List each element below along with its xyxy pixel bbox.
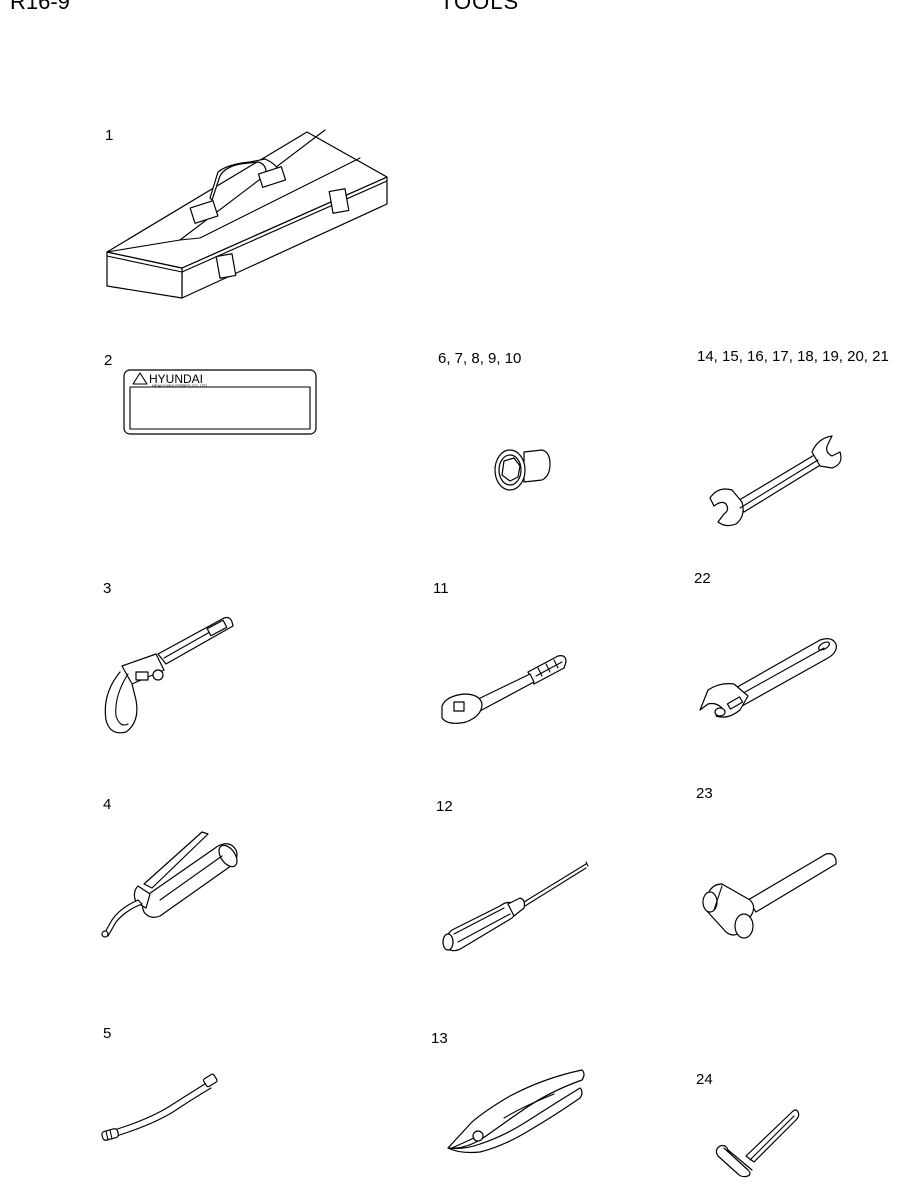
ratchet-handle-drawing [436,650,568,730]
item-label-5: 5 [103,1025,112,1042]
item-label-14-21: 14, 15, 16, 17, 18, 19, 20, 21 [697,348,889,365]
item-label-12: 12 [436,798,453,815]
page-title: TOOLS [440,0,520,14]
item-label-3: 3 [103,580,112,597]
item-label-24: 24 [696,1071,713,1088]
decal-subtext: HEAVY INDUSTRIES CO.,LTD. [152,383,208,388]
adjustable-wrench-drawing [692,630,842,722]
grease-hose-drawing [98,1068,223,1144]
warning-triangle-icon [133,373,147,384]
grease-gun-drawing [98,824,243,939]
open-end-wrench-drawing [700,430,848,528]
decal-brand-text: HYUNDAI [149,372,203,386]
item-label-2: 2 [104,352,113,369]
item-label-22: 22 [694,570,711,587]
item-label-13: 13 [431,1030,448,1047]
item-label-6-10: 6, 7, 8, 9, 10 [438,350,522,367]
pliers-drawing [444,1064,589,1156]
tool-box-drawing [100,122,392,327]
item-label-1: 1 [105,127,114,144]
screwdriver-drawing [440,858,592,956]
page-code: R16-9 [10,0,70,14]
hammer-drawing [700,850,842,946]
hyundai-decal-drawing: HYUNDAI HEAVY INDUSTRIES CO.,LTD. [122,368,318,436]
filter-wrench-drawing [100,612,240,742]
socket-drawing [490,444,556,496]
item-label-23: 23 [696,785,713,802]
hex-key-drawing [712,1104,804,1178]
item-label-11: 11 [433,580,449,597]
item-label-4: 4 [103,796,112,813]
